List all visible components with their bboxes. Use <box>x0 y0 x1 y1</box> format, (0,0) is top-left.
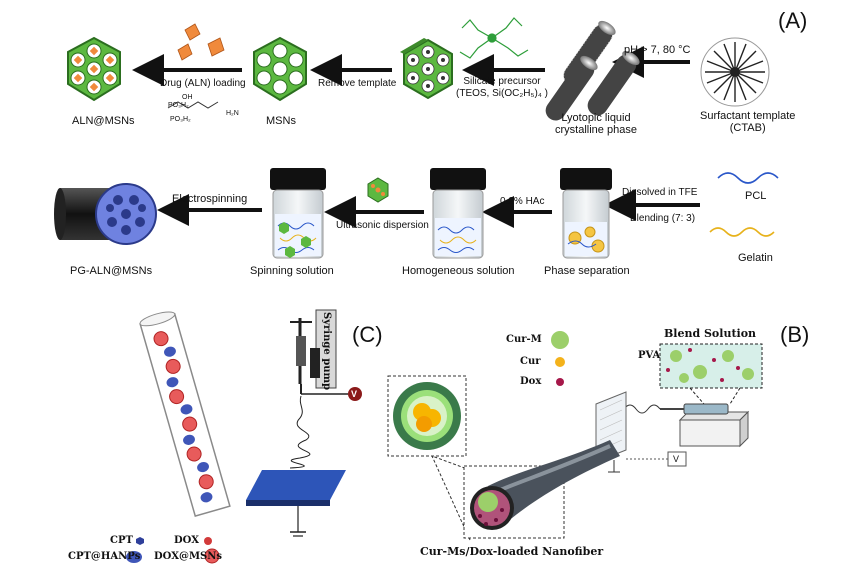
collector-screen-b <box>595 391 627 473</box>
cpt-hanps-legend-label: CPT@HANPs <box>68 551 141 562</box>
dox-legend-label: DOX <box>174 535 199 546</box>
msns-label: MSNs <box>266 115 296 127</box>
collector-plate <box>246 470 346 537</box>
gelatin-chain-icon <box>709 227 775 237</box>
pg-aln-msns-label: PG-ALN@MSNs <box>70 265 153 277</box>
dox-msns-legend-label: DOX@MSNs <box>154 551 223 562</box>
pcl-chain-icon <box>717 172 779 184</box>
spinning-jet <box>289 395 311 469</box>
pcl-label: PCL <box>745 190 767 202</box>
jar-spinning-solution <box>270 168 326 259</box>
drug-loading-label: Drug (ALN) loading <box>160 78 246 89</box>
voltage-label-c: V <box>351 389 358 399</box>
lyotropic-tubes-icon <box>545 20 640 121</box>
cur-legend-label: Cur <box>520 356 541 367</box>
voltage-label-b: V <box>673 454 680 464</box>
homogeneous-label: Homogeneous solution <box>402 265 515 277</box>
cpt-legend-label: CPT <box>110 535 133 546</box>
msn-with-template-icon <box>400 38 453 100</box>
panel-c-label: (C) <box>352 322 383 347</box>
syringe-pump-b-icon <box>660 403 750 448</box>
nanofiber-label: Cur-Ms/Dox-loaded Nanofiber <box>420 545 604 558</box>
cur-ms-dox-nanofiber <box>463 440 620 539</box>
electrospinning-label: Electrospinning <box>172 193 248 205</box>
spinning-solution-label: Spinning solution <box>250 265 334 277</box>
blending-label: Blending (7: 3) <box>630 213 696 224</box>
pg-aln-msns-fiber-icon <box>54 183 157 245</box>
cur-m-legend-label: Cur-M <box>506 334 542 345</box>
ctab-micelle-icon <box>700 37 770 107</box>
panel-b-label: (B) <box>780 322 810 347</box>
dispersion-msn-icon <box>367 177 389 203</box>
dox-b-legend-label: Dox <box>520 376 542 387</box>
dissolved-label: Dissolved in TFE <box>622 187 698 198</box>
dox-b-legend-icon <box>556 378 564 386</box>
gelatin-label: Gelatin <box>738 252 773 264</box>
panel-a-label: (A) <box>778 8 808 33</box>
hac-label: 0.2% HAc <box>500 196 545 207</box>
cpt-legend-icon <box>136 537 144 545</box>
aln-msns-label: ALN@MSNs <box>72 115 135 127</box>
ultrasonic-label: Ultrasonic dispersion <box>336 220 429 231</box>
cur-legend-icon <box>555 357 565 367</box>
blend-solution-label: Blend Solution <box>664 327 757 340</box>
pva-label: PVA <box>638 350 661 361</box>
nanofiber-cross-section <box>387 375 467 457</box>
jar-phase-separation <box>560 168 612 259</box>
aln-formula-skeleton <box>167 101 219 109</box>
silicate-label: Silicate precursor(TEOS, Si(OC₂H₅)₄ ) <box>456 76 548 99</box>
ctab-label: Surfactant template(CTAB) <box>700 110 796 134</box>
panel-a-graphics <box>54 17 779 259</box>
aln-msns-icon <box>67 36 121 102</box>
dox-legend-icon <box>204 537 212 545</box>
drug-loaded-fiber-icon <box>139 311 231 518</box>
phase-separation-label: Phase separation <box>544 265 630 277</box>
jar-homogeneous <box>430 168 486 259</box>
blend-solution-box <box>659 343 763 405</box>
ph-condition-label: pH > 7, 80 °C <box>624 44 691 56</box>
msns-icon <box>253 36 307 102</box>
syringe-pump-label: Syringe pump <box>321 312 332 391</box>
teos-molecule-icon <box>459 17 529 59</box>
remove-template-label: Remove template <box>318 78 397 89</box>
cur-m-legend-icon <box>551 331 569 349</box>
aln-drug-icon <box>177 23 225 61</box>
